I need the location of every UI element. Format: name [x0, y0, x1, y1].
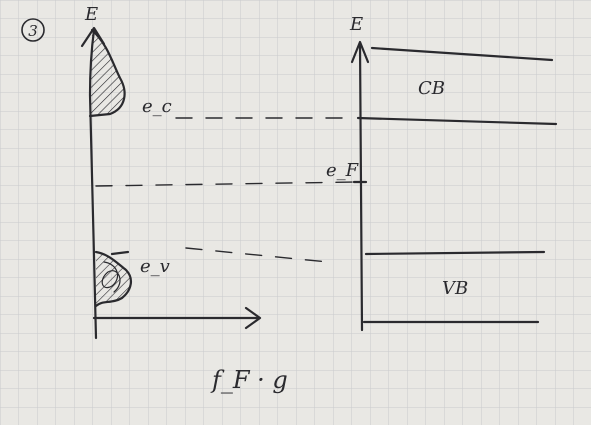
- band-top-edge-line: [370, 46, 554, 62]
- valence-scribble: [101, 261, 121, 293]
- conduction-band-dos-curve: [88, 28, 126, 118]
- right-energy-axis: [358, 42, 364, 332]
- conduction-edge-label: e_c: [142, 96, 172, 117]
- right-axis-label-e: E: [349, 14, 363, 35]
- left-axis-label-e: E: [84, 4, 98, 25]
- valence-marker-tick: [110, 250, 130, 256]
- left-x-axis-label: f_F · g: [210, 366, 288, 394]
- fermi-level-dash: [95, 181, 357, 187]
- left-x-arrowhead: [244, 306, 262, 330]
- problem-number-circle: [21, 18, 45, 42]
- problem-number: 3: [28, 22, 38, 40]
- valence-band-label: VB: [442, 278, 468, 299]
- fermi-level-label: e_F: [326, 160, 360, 181]
- conduction-band-edge-line: [356, 116, 558, 126]
- conduction-band-label: CB: [418, 78, 445, 99]
- valence-edge-label: e_v: [140, 256, 170, 277]
- valence-band-dos-curve: [94, 250, 132, 308]
- valence-band-edge-line: [364, 250, 546, 256]
- right-axis-arrowhead: [350, 40, 370, 64]
- valence-level-dash: [185, 247, 329, 263]
